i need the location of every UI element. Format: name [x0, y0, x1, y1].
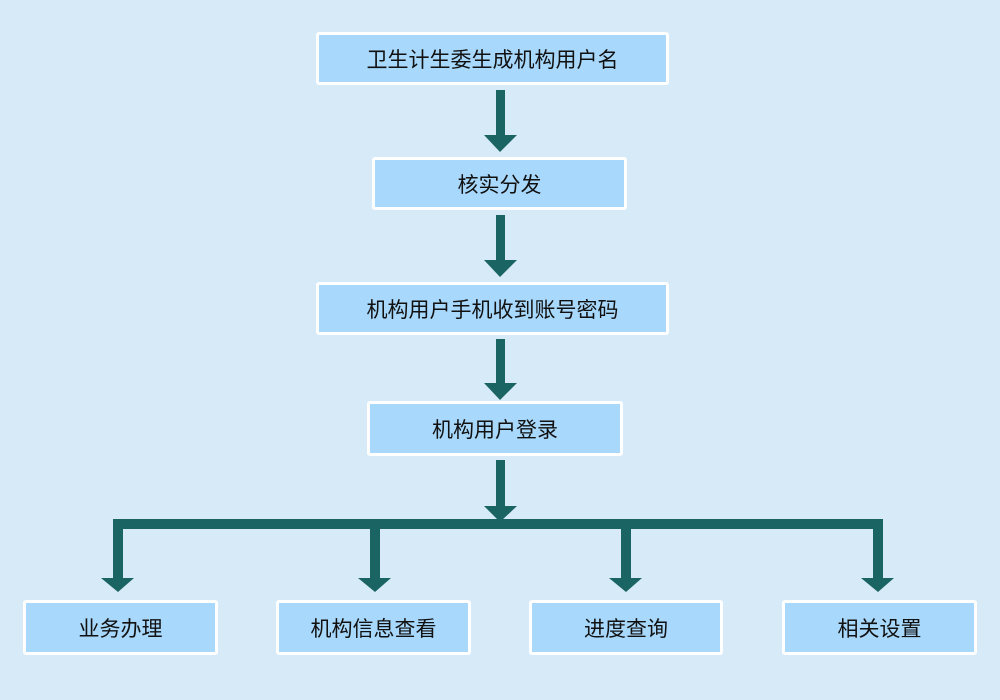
connector-arrow-head [484, 260, 517, 277]
branch-org-info-view: 机构信息查看 [276, 600, 471, 655]
connector-arrow-head [484, 383, 517, 400]
flow-step-receive-credentials: 机构用户手机收到账号密码 [316, 282, 669, 335]
branch-drop [873, 519, 883, 579]
flow-step-verify-distribute: 核实分发 [372, 157, 627, 210]
flow-step-label: 机构用户登录 [432, 417, 558, 442]
branch-label: 进度查询 [584, 616, 668, 641]
branch-arrow-head [861, 578, 894, 592]
branch-label: 机构信息查看 [310, 616, 437, 641]
connector-arrow-head [484, 135, 517, 152]
branch-drop [113, 519, 123, 579]
branch-label: 业务办理 [78, 616, 163, 641]
branch-arrow-head [358, 578, 391, 592]
connector-arrow-shaft [496, 90, 505, 135]
connector-arrow-shaft [496, 339, 505, 383]
branch-drop [370, 519, 380, 579]
branch-drop [621, 519, 631, 579]
branch-bar [113, 519, 883, 529]
flow-step-label: 核实分发 [457, 172, 542, 197]
connector-arrow-head [484, 506, 517, 522]
connector-arrow-shaft [496, 215, 505, 260]
branch-arrow-head [609, 578, 642, 592]
branch-business-handling: 业务办理 [23, 600, 218, 655]
branch-label: 相关设置 [837, 616, 922, 641]
branch-arrow-head [101, 578, 134, 592]
connector-arrow-shaft [496, 460, 505, 510]
branch-progress-query: 进度查询 [529, 600, 723, 655]
flow-step-user-login: 机构用户登录 [367, 401, 623, 456]
branch-related-settings: 相关设置 [782, 600, 977, 655]
flow-step-generate-username: 卫生计生委生成机构用户名 [316, 32, 669, 85]
flow-step-label: 机构用户手机收到账号密码 [366, 297, 619, 322]
flow-step-label: 卫生计生委生成机构用户名 [366, 47, 619, 72]
